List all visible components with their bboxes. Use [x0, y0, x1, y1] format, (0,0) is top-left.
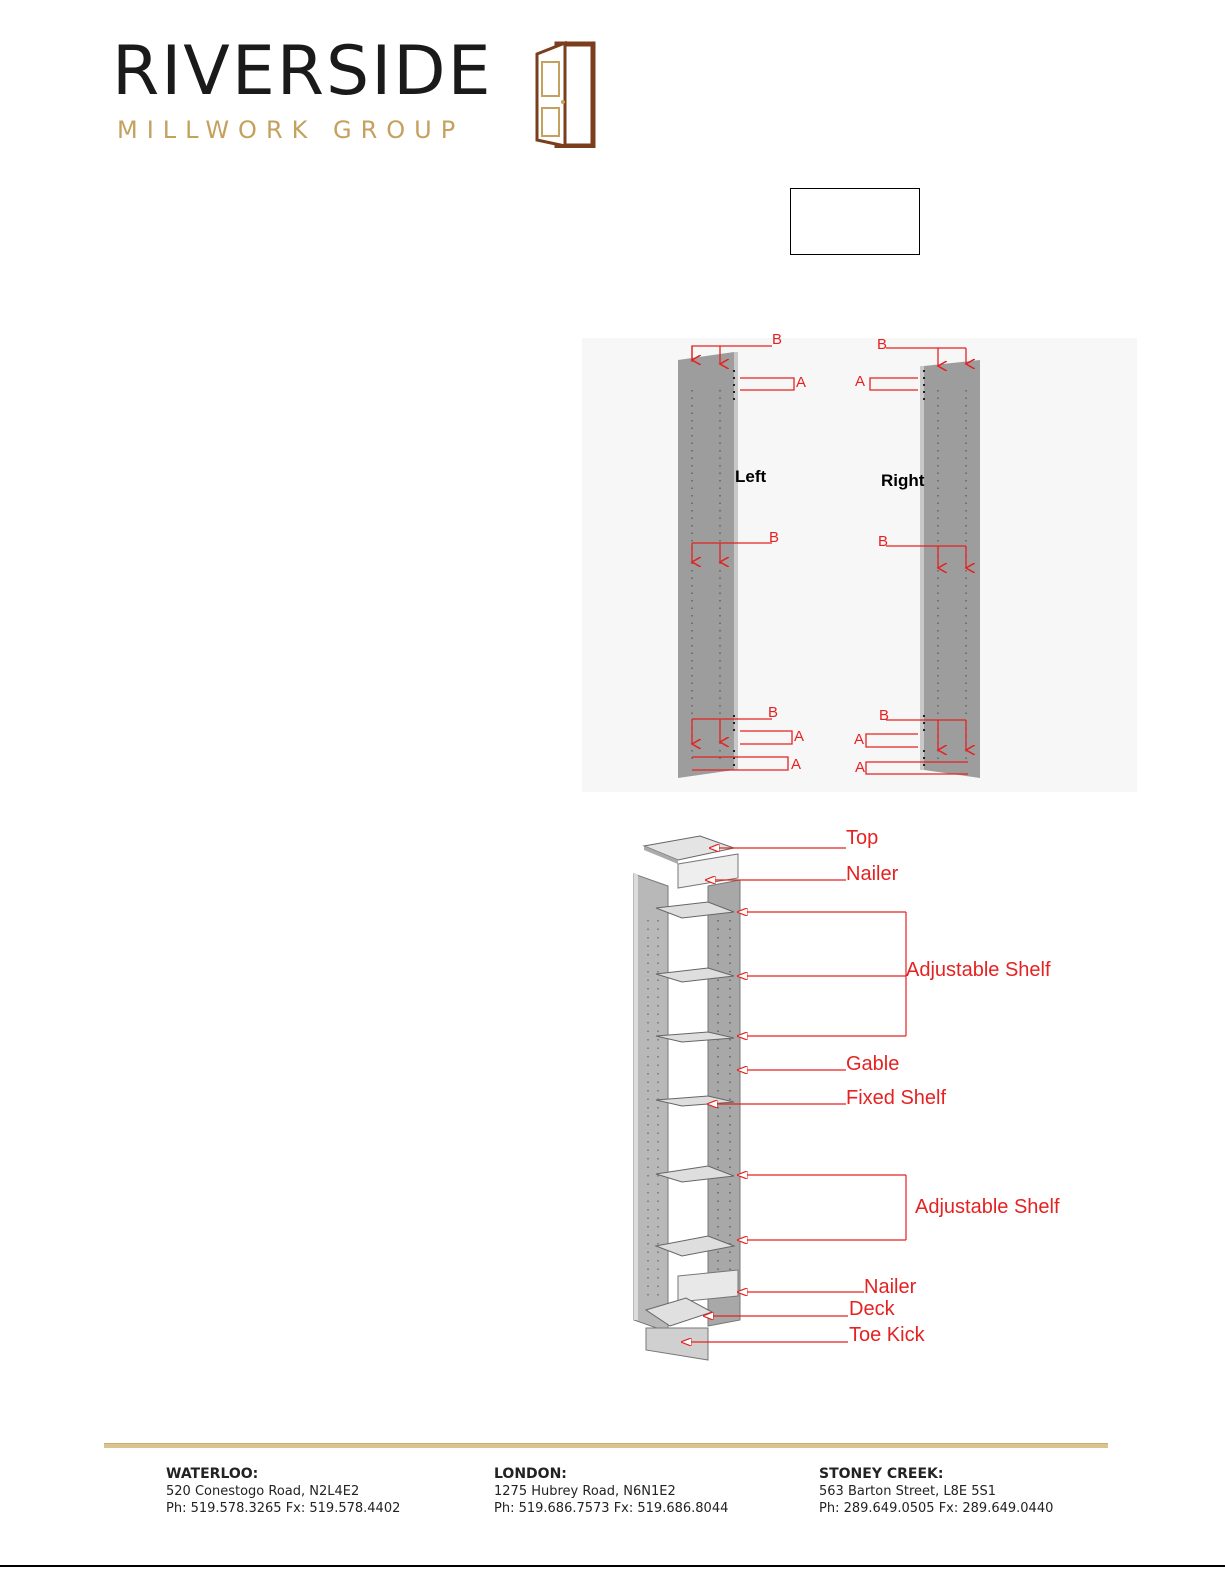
label-nailer-bottom: Nailer — [864, 1276, 917, 1298]
left-gable-panel — [678, 352, 738, 778]
location-city: LONDON: — [494, 1466, 567, 1482]
location-address: 563 Barton Street, L8E 5S1 — [819, 1484, 997, 1499]
left-gable-label: Left — [735, 467, 767, 486]
marker-a: A — [796, 374, 806, 391]
gable-drilling-diagram: B A B B A A B A B B A A Left Right — [582, 331, 1137, 792]
label-toe-kick: Toe Kick — [849, 1324, 926, 1346]
label-adjustable-shelf-2: Adjustable Shelf — [915, 1196, 1060, 1218]
location-address: 520 Conestogo Road, N2L4E2 — [166, 1484, 360, 1499]
label-deck: Deck — [849, 1298, 896, 1320]
page-bottom-rule — [0, 1565, 1225, 1567]
footer-location-london: LONDON: 1275 Hubrey Road, N6N1E2 Ph: 519… — [494, 1466, 728, 1517]
location-address: 1275 Hubrey Road, N6N1E2 — [494, 1484, 676, 1499]
label-adjustable-shelf-1: Adjustable Shelf — [906, 959, 1051, 981]
logo-wordmark: RIVERSIDE — [112, 32, 493, 111]
marker-b: B — [878, 533, 888, 550]
right-gable-panel — [920, 360, 980, 778]
marker-b: B — [772, 331, 782, 348]
marker-a: A — [791, 756, 801, 773]
footer-location-waterloo: WATERLOO: 520 Conestogo Road, N2L4E2 Ph:… — [166, 1466, 400, 1517]
marker-a: A — [855, 759, 865, 776]
label-gable: Gable — [846, 1053, 899, 1075]
location-phone: Ph: 519.686.7573 Fx: 519.686.8044 — [494, 1501, 729, 1516]
right-gable-label: Right — [881, 471, 925, 490]
location-city: STONEY CREEK: — [819, 1466, 944, 1482]
logo-subtitle: MILLWORK GROUP — [117, 116, 465, 144]
location-city: WATERLOO: — [166, 1466, 259, 1482]
door-icon — [535, 40, 596, 148]
footer-divider — [104, 1443, 1108, 1448]
label-fixed-shelf: Fixed Shelf — [846, 1087, 946, 1109]
blank-label-box — [790, 188, 920, 255]
label-top: Top — [846, 827, 878, 849]
marker-a: A — [794, 728, 804, 745]
footer-location-stoney-creek: STONEY CREEK: 563 Barton Street, L8E 5S1… — [819, 1466, 1053, 1517]
location-phone: Ph: 289.649.0505 Fx: 289.649.0440 — [819, 1501, 1054, 1516]
marker-b: B — [768, 704, 778, 721]
location-phone: Ph: 519.578.3265 Fx: 519.578.4402 — [166, 1501, 401, 1516]
gable-panel — [633, 873, 669, 1333]
marker-a: A — [854, 731, 864, 748]
label-nailer-top: Nailer — [846, 863, 899, 885]
marker-a: A — [855, 373, 865, 390]
marker-b: B — [877, 336, 887, 353]
cabinet-exploded-diagram: Top Nailer Adjustable Shelf Gable Fixed … — [633, 827, 1060, 1361]
marker-b: B — [769, 529, 779, 546]
marker-b: B — [879, 707, 889, 724]
